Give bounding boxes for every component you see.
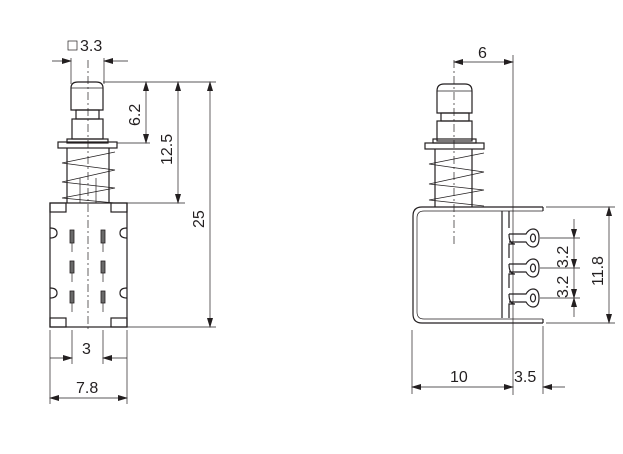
- front-view: 3.3 6.2 12.5 25 3 7.8: [49, 38, 216, 404]
- dim-body-depth: 10: [450, 369, 468, 386]
- bracket: [412, 206, 544, 324]
- dim-pin-spacing: 3: [82, 341, 91, 358]
- dim-offset: 6: [478, 45, 487, 62]
- dim-pin-pitch-lower: 3.2: [555, 276, 572, 298]
- dim-pin-length: 3.5: [514, 369, 536, 386]
- side-dimensions: 6 11.8 3.2 3.2 10 3.5: [411, 45, 615, 395]
- dim-pin-pitch-upper: 3.2: [555, 246, 572, 268]
- spring: [61, 148, 116, 204]
- square-symbol-icon: [67, 40, 78, 51]
- dim-total-height: 25: [191, 210, 208, 228]
- dim-cap-width: 3.3: [80, 38, 102, 55]
- dim-bracket-height: 11.8: [590, 256, 607, 286]
- switch-body: [49, 60, 128, 330]
- dim-body-width: 7.8: [76, 380, 98, 397]
- side-plunger: [424, 60, 485, 245]
- dim-cap-height: 6.2: [127, 104, 144, 126]
- front-dimensions: 3.3 6.2 12.5 25 3 7.8: [49, 38, 216, 404]
- terminals: [509, 228, 540, 308]
- dim-flange-height: 12.5: [159, 134, 176, 165]
- plunger-cap: [57, 81, 118, 149]
- side-view: 6 11.8 3.2 3.2 10 3.5: [411, 45, 615, 395]
